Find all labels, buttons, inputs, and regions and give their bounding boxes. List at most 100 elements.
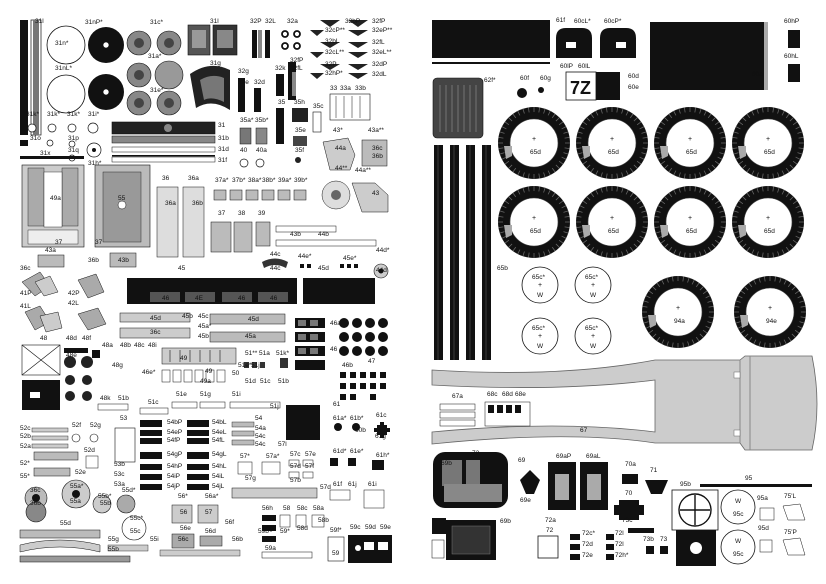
part-label: 36b (30, 500, 41, 507)
part-label: 51j (270, 403, 279, 410)
part-label: 36b (88, 257, 99, 264)
part-label: 60cL* (574, 18, 591, 25)
part-label: 56i (262, 515, 271, 522)
part-label: 32fP (290, 57, 303, 64)
part-label: 38a* (248, 177, 262, 184)
right-sheet: 7Z +65d+65d+65d+65d+65d+65d+65d+65d+94a+… (431, 20, 818, 566)
part-label: 69b (441, 460, 452, 467)
part-label: 56b (232, 536, 243, 543)
part-label: 53 (120, 415, 128, 422)
rim-w-label: W (537, 292, 544, 299)
part-label: 36c (30, 487, 41, 494)
part-label: 67a (452, 393, 463, 400)
part-label: 71 (650, 467, 658, 474)
part-label: 31nL* (55, 65, 72, 72)
part-label: 55d* (122, 487, 136, 494)
part-label: 54bL (212, 419, 227, 426)
part-label: 31c* (150, 19, 163, 26)
part-label: 48e (66, 352, 77, 359)
part-31-bar (20, 20, 28, 135)
part-label: 75'P (784, 529, 797, 536)
part-label: 51j (251, 362, 260, 369)
part-label: 55b (108, 546, 119, 553)
part-label: 46 (162, 295, 170, 302)
part-label: 44d (376, 267, 387, 274)
part-label: 32g (238, 68, 249, 75)
tread-strips (434, 145, 491, 360)
part-label: 35c (313, 103, 324, 110)
part-label: 33 (330, 85, 338, 92)
part-label: 48f (82, 335, 91, 342)
part-label: 53a (114, 481, 125, 488)
part-label: 43a (45, 247, 56, 254)
part-label: 44d* (376, 247, 390, 254)
part-label: 32fL (372, 39, 385, 46)
svg-text:+: + (688, 136, 692, 143)
svg-text:+: + (610, 215, 614, 222)
tire-label: 65d (764, 228, 775, 235)
tire-label: 65d (608, 228, 619, 235)
part-label: 57g (245, 475, 256, 482)
part-label: 4E (195, 295, 204, 302)
part-label: 32L (265, 18, 276, 25)
part-label: 61i (368, 481, 377, 488)
part-label: 44c (270, 251, 281, 258)
svg-text:+: + (688, 215, 692, 222)
part-label: 31e* (150, 87, 164, 94)
part-label: 65b (497, 265, 508, 272)
part-label: 54hP (167, 463, 182, 470)
part-label: 32bP (345, 18, 360, 25)
part-label: 45b (182, 313, 193, 320)
part-label: 60a (752, 71, 763, 78)
part-label: 58d (297, 525, 308, 532)
part-label: 32hP* (325, 70, 343, 77)
part-label: 72e (582, 552, 593, 559)
svg-text:+: + (610, 136, 614, 143)
tire-label: 65d (530, 228, 541, 235)
part-label: 32fP (372, 18, 385, 25)
part-label: 54a (255, 425, 266, 432)
part-label: 55* (20, 473, 30, 480)
part-label: 48i (148, 342, 157, 349)
part-label: 54eL (212, 429, 227, 436)
part-label: 56c (178, 536, 189, 543)
part-label: 31h* (88, 160, 102, 167)
part-label: 68d (502, 391, 513, 398)
part-label: 46b (342, 362, 353, 369)
rim-label: 65c* (532, 274, 545, 281)
part-label: 59a (265, 545, 276, 552)
part-label: 60f (520, 75, 529, 82)
part-label: 60hP (784, 18, 799, 25)
part-label: 52f (72, 422, 81, 429)
part-label: 31k* (47, 111, 60, 118)
tire-label: 65d (686, 149, 697, 156)
part-label: 58 (283, 505, 291, 512)
part-label: 31k* (67, 111, 80, 118)
part-label: 56h (262, 505, 273, 512)
part-label: 57l (278, 441, 287, 448)
svg-text:+: + (766, 215, 770, 222)
svg-text:+: + (532, 215, 536, 222)
part-label: 55b* (98, 493, 112, 500)
part-label: 45b (198, 333, 209, 340)
part-label: 33a (340, 85, 351, 92)
part-31-bar-3 (33, 20, 39, 135)
part-label: 59b* (258, 528, 272, 535)
tire-label: 94a (674, 318, 685, 325)
part-label: 32d (254, 79, 265, 86)
part-label: 51e* (238, 362, 252, 369)
part-label: 72l (615, 541, 624, 548)
part-label: 49a (50, 195, 61, 202)
part-label: 52a (20, 443, 31, 450)
part-label: 40 (240, 147, 248, 154)
part-label: 54gP (167, 451, 182, 458)
part-label: 32cL** (325, 49, 345, 56)
svg-text:+: + (532, 136, 536, 143)
part-label: 36c (150, 329, 161, 336)
part-label: 61f (333, 481, 342, 488)
part-label: 32fL (290, 65, 303, 72)
svg-text:+: + (538, 282, 542, 289)
part-label: 49 (180, 355, 188, 362)
part-label: 60b (355, 427, 366, 434)
